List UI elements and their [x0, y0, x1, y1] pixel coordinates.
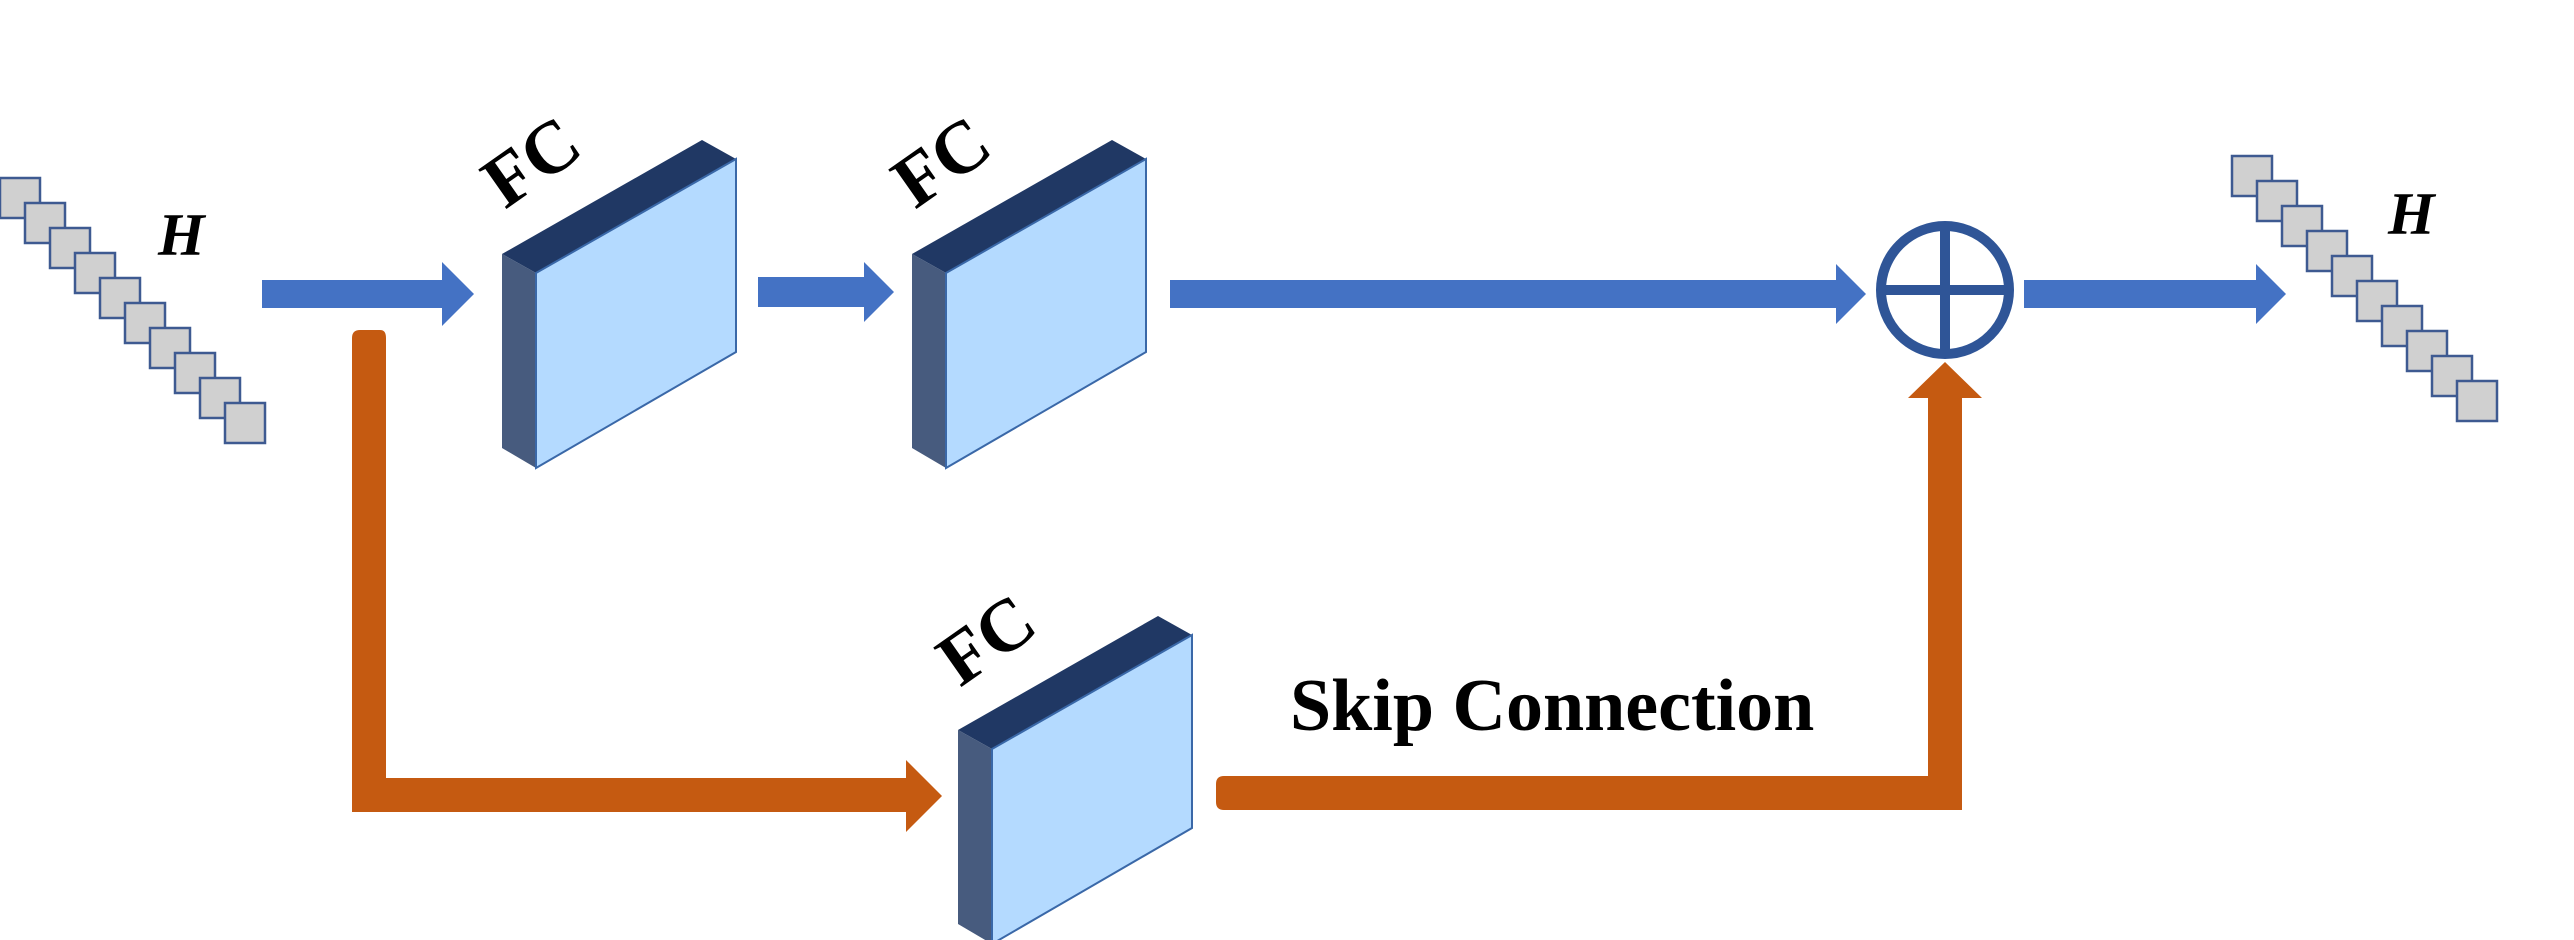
- arrow-input-to-fc1: [262, 262, 474, 326]
- token: [2455, 379, 2499, 423]
- fc-2-label: FC: [878, 100, 1006, 224]
- fc-block-top: [502, 140, 736, 273]
- fc-block-top: [912, 140, 1146, 273]
- fc-block-side: [912, 254, 946, 468]
- fc-1-label: FC: [468, 100, 596, 224]
- input-h-label: H: [157, 202, 207, 268]
- fc-3-label: FC: [923, 578, 1051, 702]
- skip-branch-down-arrow: [352, 330, 942, 832]
- fc-block-front: [945, 157, 1147, 470]
- arrow-fc1-to-fc2: [758, 262, 894, 322]
- input-token-stack: [0, 176, 267, 445]
- fc-block-top: [958, 616, 1192, 749]
- circled-plus-icon: [1876, 221, 2014, 359]
- fc-block-front: [535, 157, 737, 470]
- fc-block-1: [502, 140, 737, 470]
- fc-block-side: [502, 254, 536, 468]
- output-h-label: H: [2387, 181, 2437, 247]
- fc-block-side: [958, 730, 992, 940]
- skip-path: [352, 330, 1982, 832]
- token: [0, 176, 42, 220]
- main-path: [262, 262, 2286, 326]
- output-token-stack: [2230, 154, 2499, 423]
- skip-connection-label: Skip Connection: [1290, 665, 1814, 747]
- arrow-fc2-to-sum: [1170, 264, 1866, 324]
- arrow-sum-to-output: [2024, 264, 2286, 324]
- fc-block-2: [912, 140, 1147, 470]
- fc-block-front: [991, 633, 1193, 940]
- fc-block-3: [958, 616, 1193, 940]
- token: [223, 401, 267, 445]
- token: [2355, 279, 2399, 323]
